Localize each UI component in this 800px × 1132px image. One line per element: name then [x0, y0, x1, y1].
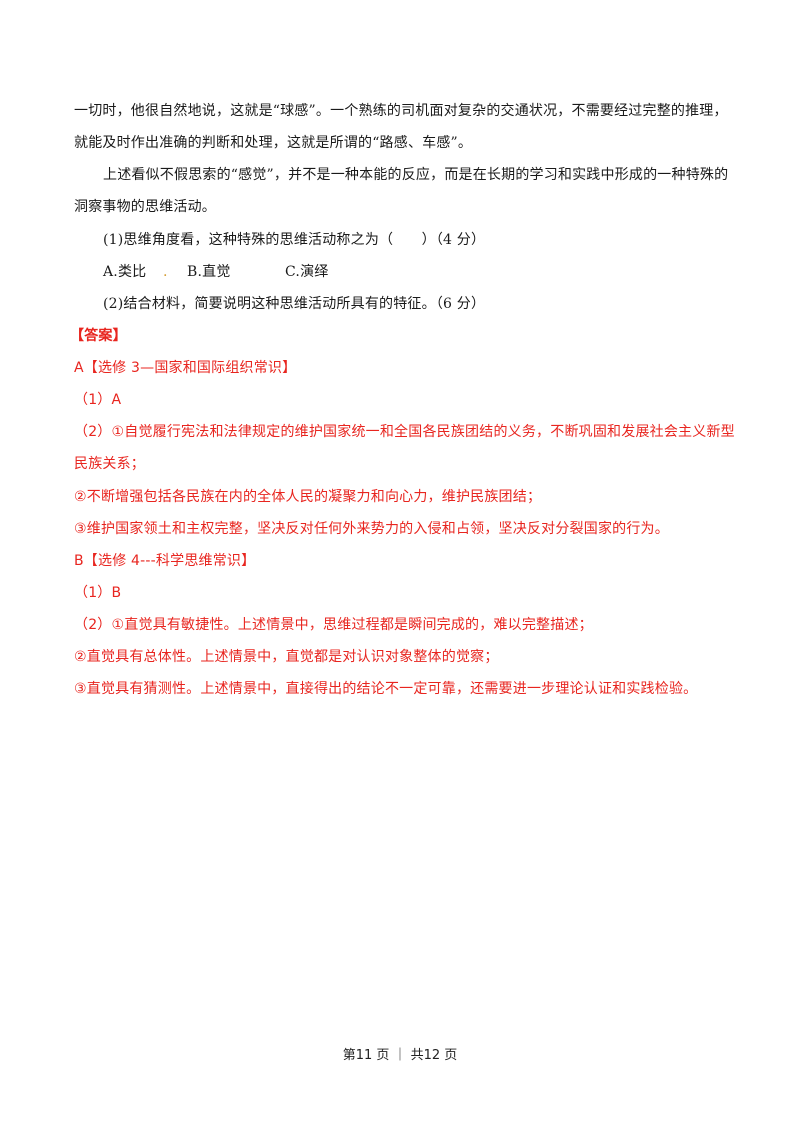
passage-line-2: 就能及时作出准确的判断和处理，这就是所谓的“路感、车感”。	[74, 135, 473, 151]
passage-line-4: 洞察事物的思维活动。	[74, 199, 216, 215]
answer-a-part-2-line-4: ③维护国家领土和主权完整，坚决反对任何外来势力的入侵和占领，坚决反对分裂国家的行…	[74, 521, 669, 537]
answer-a-part-2-line-2: 民族关系；	[74, 456, 145, 472]
question-2: (2)结合材料，简要说明这种思维活动所具有的特征。（6 分）	[103, 296, 486, 312]
section-a-title: A【选修 3—国家和国际组织常识】	[74, 360, 297, 376]
answer-heading: 【答案】	[70, 328, 127, 344]
answer-b-part-2-line-3: ③直觉具有猜测性。上述情景中，直接得出的结论不一定可靠，还需要进一步理论认证和实…	[74, 681, 698, 697]
section-b-title: B【选修 4---科学思维常识】	[74, 553, 256, 569]
answer-b-part-2-line-1: （2）①直觉具有敏捷性。上述情景中，思维过程都是瞬间完成的，难以完整描述；	[74, 617, 593, 633]
question-1-options: A.类比 . B.直觉 C.演绎	[103, 262, 403, 282]
passage-line-1: 一切时，他很自然地说，这就是“球感”。一个熟练的司机面对复杂的交通状况，不需要经…	[74, 103, 728, 119]
page-footer: 第11 页 ｜ 共12 页	[342, 1048, 458, 1063]
answer-a-part-2-line-1: （2）①自觉履行宪法和法律规定的维护国家统一和全国各民族团结的义务，不断巩固和发…	[74, 424, 735, 440]
option-c: C.演绎	[285, 264, 329, 280]
option-separator-dot: .	[163, 264, 168, 280]
option-a: A.类比	[103, 264, 147, 280]
answer-b-part-2-line-2: ②直觉具有总体性。上述情景中，直觉都是对认识对象整体的觉察；	[74, 649, 499, 665]
passage-line-3: 上述看似不假思索的“感觉”，并不是一种本能的反应，而是在长期的学习和实践中形成的…	[103, 167, 729, 183]
option-b: B.直觉	[187, 264, 231, 280]
answer-a-part-1: （1）A	[74, 392, 122, 408]
answer-b-part-1: （1）B	[74, 585, 122, 601]
answer-a-part-2-line-3: ②不断增强包括各民族在内的全体人民的凝聚力和向心力，维护民族团结；	[74, 489, 542, 505]
question-1: (1)思维角度看，这种特殊的思维活动称之为（ ）（4 分）	[103, 232, 486, 248]
